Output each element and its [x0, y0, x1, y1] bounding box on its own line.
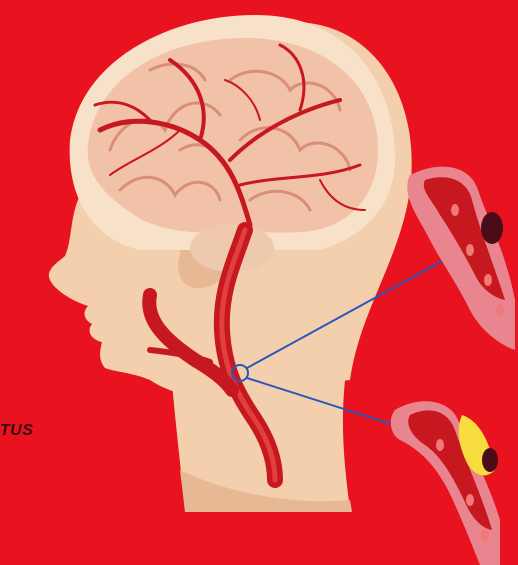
plaque-clot [482, 448, 498, 472]
vessel-plaque-detail [391, 401, 500, 565]
blood-clot [481, 212, 503, 244]
caption-text: TUS [0, 422, 34, 440]
vessel-clot-detail [407, 167, 515, 350]
